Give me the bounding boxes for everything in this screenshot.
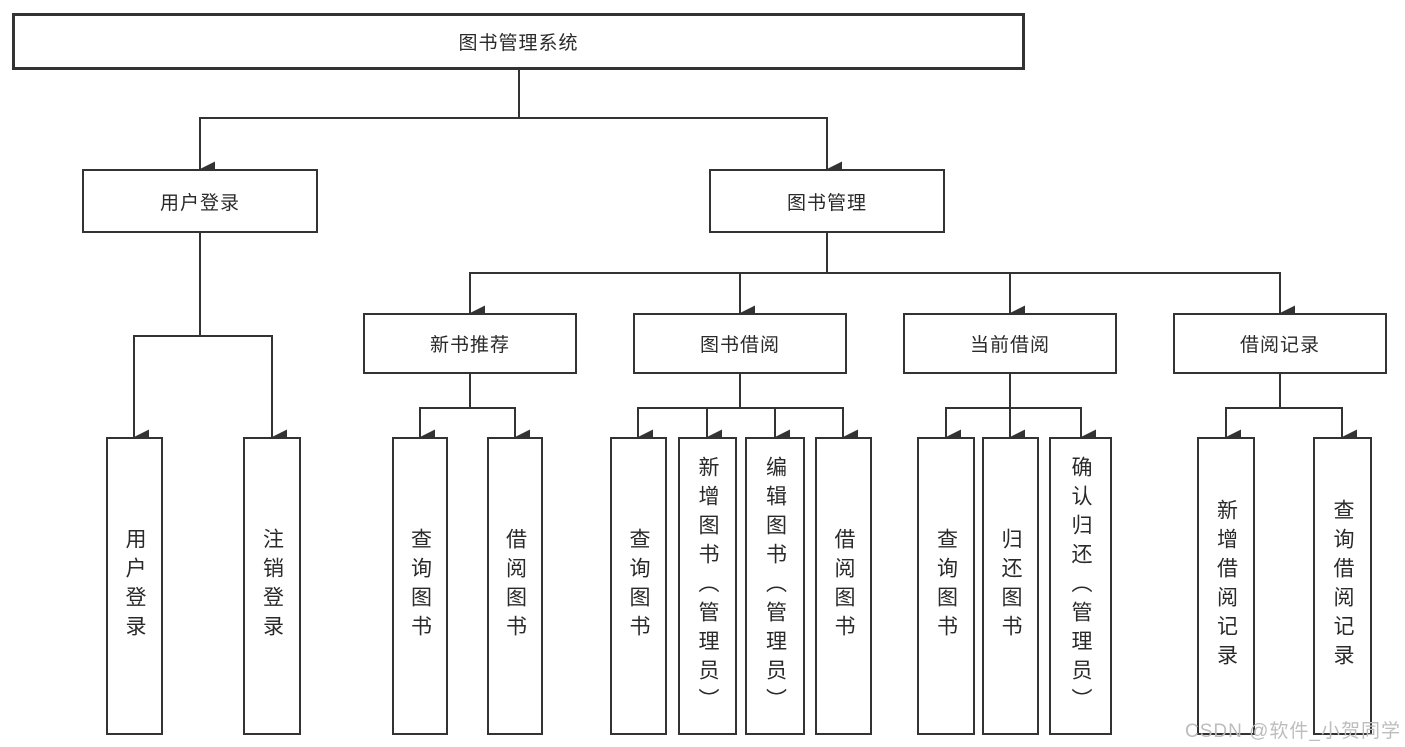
node-label: 确认归还（管理员） [1069, 455, 1092, 717]
node-leaf-user-login: 用户登录 [106, 437, 163, 735]
node-leaf-borrow-books-2: 借阅图书 [815, 437, 872, 735]
node-leaf-logout: 注销登录 [243, 437, 301, 735]
node-label: 查询图书 [627, 528, 650, 644]
node-label: 新增借阅记录 [1214, 499, 1238, 673]
node-label: 归还图书 [999, 528, 1022, 644]
node-label: 注销登录 [260, 528, 284, 644]
node-book-management: 图书管理 [709, 169, 945, 233]
node-leaf-edit-books-admin: 编辑图书（管理员） [745, 437, 805, 735]
node-leaf-borrow-books-1: 借阅图书 [487, 437, 543, 735]
node-label: 查询图书 [934, 528, 958, 644]
node-current-borrowing: 当前借阅 [903, 313, 1117, 374]
node-leaf-add-books-admin: 新增图书（管理员） [678, 437, 737, 735]
node-leaf-query-borrow-record: 查询借阅记录 [1313, 437, 1372, 735]
node-leaf-query-books-1: 查询图书 [392, 437, 448, 735]
csdn-watermark: CSDN @软件_小贺同学 [1185, 721, 1401, 742]
node-book-borrowing: 图书借阅 [633, 313, 847, 374]
node-user-login: 用户登录 [82, 169, 318, 233]
node-label: 用户登录 [123, 528, 146, 644]
node-root-library-system: 图书管理系统 [12, 13, 1025, 70]
node-leaf-query-books-3: 查询图书 [917, 437, 975, 735]
node-label: 查询借阅记录 [1331, 499, 1354, 673]
node-label: 借阅图书 [503, 528, 527, 644]
node-leaf-confirm-return-admin: 确认归还（管理员） [1049, 437, 1112, 735]
node-borrowing-records: 借阅记录 [1173, 313, 1387, 374]
node-label: 编辑图书（管理员） [763, 455, 787, 717]
node-label: 借阅图书 [832, 528, 855, 644]
node-leaf-add-borrow-record: 新增借阅记录 [1197, 437, 1255, 735]
node-new-book-recommend: 新书推荐 [363, 313, 577, 374]
node-label: 新增图书（管理员） [696, 455, 719, 717]
node-leaf-query-books-2: 查询图书 [610, 437, 667, 735]
node-label: 查询图书 [408, 528, 432, 644]
node-leaf-return-books: 归还图书 [982, 437, 1039, 735]
